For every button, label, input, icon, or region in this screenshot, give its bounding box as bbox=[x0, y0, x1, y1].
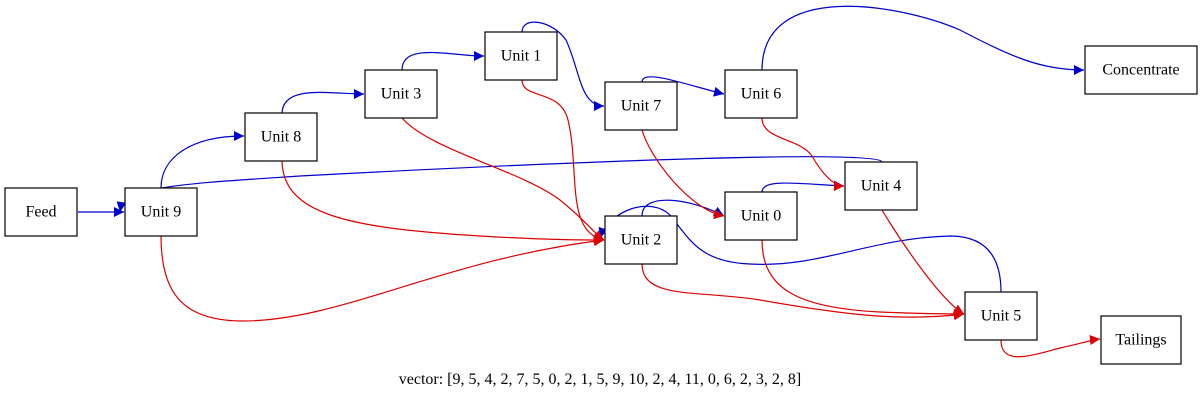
edge-unit-2-to-unit-5 bbox=[641, 263, 965, 321]
node-label: Concentrate bbox=[1102, 62, 1179, 79]
edge-unit-8-to-unit-2 bbox=[281, 159, 605, 245]
node-unit-2[interactable]: Unit 2 bbox=[604, 215, 678, 265]
node-unit-8[interactable]: Unit 8 bbox=[244, 112, 318, 162]
node-label: Unit 4 bbox=[861, 178, 901, 195]
node-unit-0[interactable]: Unit 0 bbox=[724, 191, 798, 241]
edge-unit-9-to-unit-8 bbox=[160, 131, 245, 189]
node-label: Unit 6 bbox=[741, 86, 781, 103]
edge-unit-2-to-unit-0 bbox=[641, 199, 725, 217]
edge-unit-5-to-tailings bbox=[1000, 335, 1101, 358]
edge-unit-0-to-unit-4 bbox=[761, 180, 845, 193]
edge-unit-4-to-unit-5 bbox=[881, 209, 965, 315]
edges-layer bbox=[78, 5, 1101, 358]
edge-unit-8-to-unit-3 bbox=[281, 88, 365, 115]
node-feed[interactable]: Feed bbox=[4, 187, 78, 237]
edge-unit-3-to-unit-2 bbox=[401, 117, 605, 241]
node-label: Unit 9 bbox=[141, 204, 181, 221]
node-unit-4[interactable]: Unit 4 bbox=[844, 161, 918, 211]
node-label: Unit 0 bbox=[741, 208, 781, 225]
node-label: Unit 1 bbox=[501, 48, 541, 65]
node-label: Unit 8 bbox=[261, 129, 301, 146]
edge-unit-6-to-concentrate bbox=[761, 5, 1085, 75]
node-label: Unit 2 bbox=[621, 232, 661, 249]
node-unit-5[interactable]: Unit 5 bbox=[964, 291, 1038, 341]
edge-unit-7-to-unit-0 bbox=[641, 129, 725, 220]
node-tailings[interactable]: Tailings bbox=[1100, 315, 1182, 365]
node-unit-9[interactable]: Unit 9 bbox=[124, 187, 198, 237]
node-label: Feed bbox=[25, 204, 56, 221]
node-concentrate[interactable]: Concentrate bbox=[1084, 45, 1198, 95]
node-label: Unit 5 bbox=[981, 308, 1021, 325]
node-unit-3[interactable]: Unit 3 bbox=[364, 69, 438, 119]
edge-unit-1-to-unit-7 bbox=[521, 21, 605, 111]
edge-unit-5-to-unit-2 bbox=[598, 205, 1002, 293]
node-label: Unit 3 bbox=[381, 86, 421, 103]
nodes-layer: Feed Unit 9 Unit 8 Unit 3 Unit 1 Unit 7 … bbox=[4, 31, 1198, 365]
vector-caption: vector: [9, 5, 4, 2, 7, 5, 0, 2, 1, 5, 9… bbox=[399, 371, 801, 388]
node-unit-7[interactable]: Unit 7 bbox=[604, 81, 678, 131]
edge-unit-0-to-unit-5 bbox=[761, 239, 965, 319]
node-label: Unit 7 bbox=[621, 98, 661, 115]
node-unit-6[interactable]: Unit 6 bbox=[724, 69, 798, 119]
edge-unit-6-to-unit-4 bbox=[761, 117, 845, 191]
edge-unit-9-to-unit-2 bbox=[160, 235, 605, 322]
node-unit-1[interactable]: Unit 1 bbox=[484, 31, 558, 81]
node-label: Tailings bbox=[1115, 332, 1166, 349]
edge-unit-3-to-unit-1 bbox=[401, 50, 485, 71]
edge-unit-1-to-unit-2 bbox=[521, 79, 605, 243]
edge-unit-7-to-unit-6 bbox=[641, 76, 725, 97]
